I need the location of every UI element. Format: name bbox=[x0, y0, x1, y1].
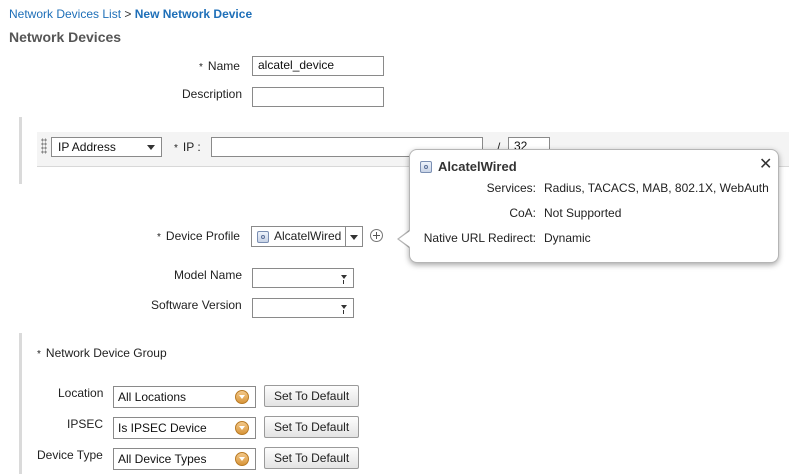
popup-coa-value: Not Supported bbox=[544, 206, 622, 220]
model-name-label: Model Name bbox=[174, 268, 243, 282]
breadcrumb-current: New Network Device bbox=[134, 7, 253, 21]
location-label: Location bbox=[58, 386, 104, 400]
popup-pointer-fill bbox=[399, 231, 410, 247]
ndg-title-text: Network Device Group bbox=[45, 346, 167, 360]
breadcrumb-parent-link[interactable]: Network Devices List bbox=[9, 7, 122, 21]
required-marker: * bbox=[174, 143, 178, 154]
chevron-down-icon bbox=[235, 421, 249, 435]
ndg-title: * Network Device Group bbox=[37, 346, 167, 360]
chevron-down-icon bbox=[235, 452, 249, 466]
section-divider bbox=[19, 333, 22, 474]
name-label: * Name bbox=[199, 59, 240, 73]
required-marker: * bbox=[37, 349, 41, 360]
device-profile-value: AlcatelWired bbox=[274, 229, 342, 243]
popup-title: AlcatelWired bbox=[438, 159, 517, 174]
section-divider bbox=[19, 117, 22, 184]
device-type-select[interactable]: All Device Types bbox=[113, 448, 256, 470]
chevron-down-icon bbox=[147, 144, 155, 150]
description-input[interactable] bbox=[252, 87, 384, 107]
select-cursor-mark bbox=[343, 310, 344, 314]
model-name-select[interactable] bbox=[252, 268, 354, 288]
device-profile-label: * Device Profile bbox=[157, 229, 240, 243]
device-type-set-default-button[interactable]: Set To Default bbox=[264, 447, 360, 469]
chevron-down-icon bbox=[341, 305, 347, 309]
description-label: Description bbox=[182, 87, 243, 101]
device-profile-select[interactable]: AlcatelWired bbox=[251, 226, 363, 247]
ip-slash: / bbox=[497, 140, 501, 154]
device-type-label: Device Type bbox=[37, 448, 103, 462]
device-profile-icon bbox=[420, 161, 432, 173]
ipsec-select[interactable]: Is IPSEC Device bbox=[113, 417, 256, 439]
ipsec-value: Is IPSEC Device bbox=[118, 421, 207, 435]
device-profile-icon bbox=[257, 231, 269, 243]
chevron-down-icon[interactable] bbox=[350, 235, 358, 240]
device-profile-popup: AlcatelWired ✕ Services: Radius, TACACS,… bbox=[409, 149, 779, 263]
popup-url-redirect-value: Dynamic bbox=[544, 231, 591, 245]
select-divider bbox=[345, 227, 346, 246]
breadcrumb-separator: > bbox=[124, 7, 132, 21]
device-profile-label-text: Device Profile bbox=[165, 229, 240, 243]
location-set-default-button[interactable]: Set To Default bbox=[264, 385, 360, 407]
page-title: Network Devices bbox=[9, 29, 122, 45]
software-version-label: Software Version bbox=[151, 298, 242, 312]
software-version-select[interactable] bbox=[252, 298, 354, 318]
ip-label-text: IP : bbox=[182, 140, 201, 154]
ip-label: * IP : bbox=[174, 140, 201, 154]
location-value: All Locations bbox=[118, 390, 187, 404]
required-marker: * bbox=[157, 232, 161, 243]
ipsec-label: IPSEC bbox=[67, 417, 104, 431]
chevron-down-icon bbox=[341, 275, 347, 279]
popup-url-redirect-key: Native URL Redirect: bbox=[423, 231, 536, 245]
select-cursor-mark bbox=[343, 280, 344, 284]
drag-handle-icon[interactable] bbox=[41, 138, 47, 154]
location-select[interactable]: All Locations bbox=[113, 386, 256, 408]
name-label-text: Name bbox=[207, 59, 240, 73]
device-type-value: All Device Types bbox=[118, 452, 207, 466]
popup-services-value: Radius, TACACS, MAB, 802.1X, WebAuth bbox=[544, 181, 769, 195]
ipsec-set-default-button[interactable]: Set To Default bbox=[264, 416, 360, 438]
required-marker: * bbox=[199, 62, 203, 73]
chevron-down-icon bbox=[235, 390, 249, 404]
name-input[interactable]: alcatel_device bbox=[252, 56, 384, 76]
close-icon[interactable]: ✕ bbox=[759, 156, 773, 173]
add-profile-icon[interactable] bbox=[370, 229, 383, 242]
ip-type-select[interactable]: IP Address bbox=[51, 137, 162, 157]
popup-services-key: Services: bbox=[486, 181, 536, 195]
breadcrumb: Network Devices List > New Network Devic… bbox=[9, 7, 252, 21]
popup-coa-key: CoA: bbox=[509, 206, 536, 220]
ip-type-value: IP Address bbox=[58, 140, 116, 154]
